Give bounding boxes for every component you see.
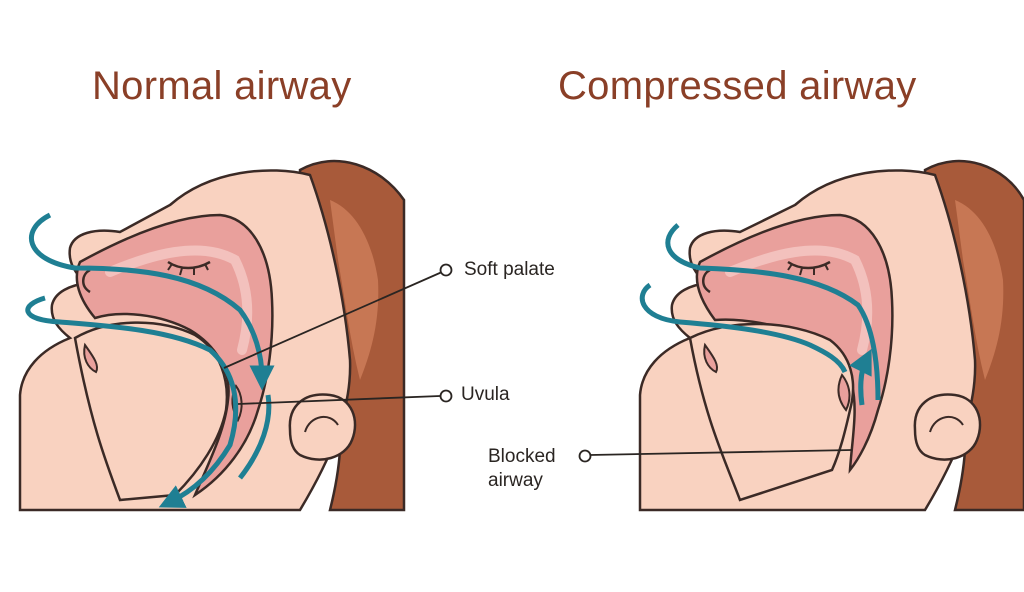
tongue-right — [688, 322, 855, 502]
compressed-airway-title: Compressed airway — [558, 64, 917, 108]
airflow-nose-left — [29, 212, 275, 391]
hair-highlight-right — [955, 200, 1004, 380]
blocked-airway-label: Blocked airway — [488, 445, 556, 493]
soft-palate-leader — [223, 271, 443, 369]
blocked-airway-label-line1: Blocked — [488, 446, 556, 467]
tongue-left — [73, 321, 229, 502]
compressed-airway-head — [638, 159, 1024, 512]
uvula-right — [837, 373, 851, 412]
normal-airway-title: Normal airway — [92, 64, 352, 108]
cavity-right — [695, 213, 894, 474]
uvula-marker — [439, 389, 453, 403]
airflow-mouth-right — [639, 282, 848, 374]
ear-right — [913, 393, 982, 461]
soft-palate-label: Soft palate — [464, 259, 555, 280]
airflow-mouth-left — [25, 295, 239, 508]
soft-palate-marker — [439, 263, 453, 277]
uvula-label: Uvula — [461, 384, 510, 405]
hair-highlight-left — [330, 200, 379, 380]
ear-left — [288, 393, 357, 461]
blocked-airway-marker — [578, 449, 592, 463]
cavity-left — [75, 213, 274, 499]
normal-airway-head — [18, 159, 406, 512]
blocked-airway-label-line2: airway — [488, 470, 543, 491]
callouts — [223, 263, 853, 463]
blocked-airway-leader — [589, 449, 853, 456]
airflow-nose-right — [665, 223, 881, 401]
uvula-leader — [237, 395, 441, 405]
